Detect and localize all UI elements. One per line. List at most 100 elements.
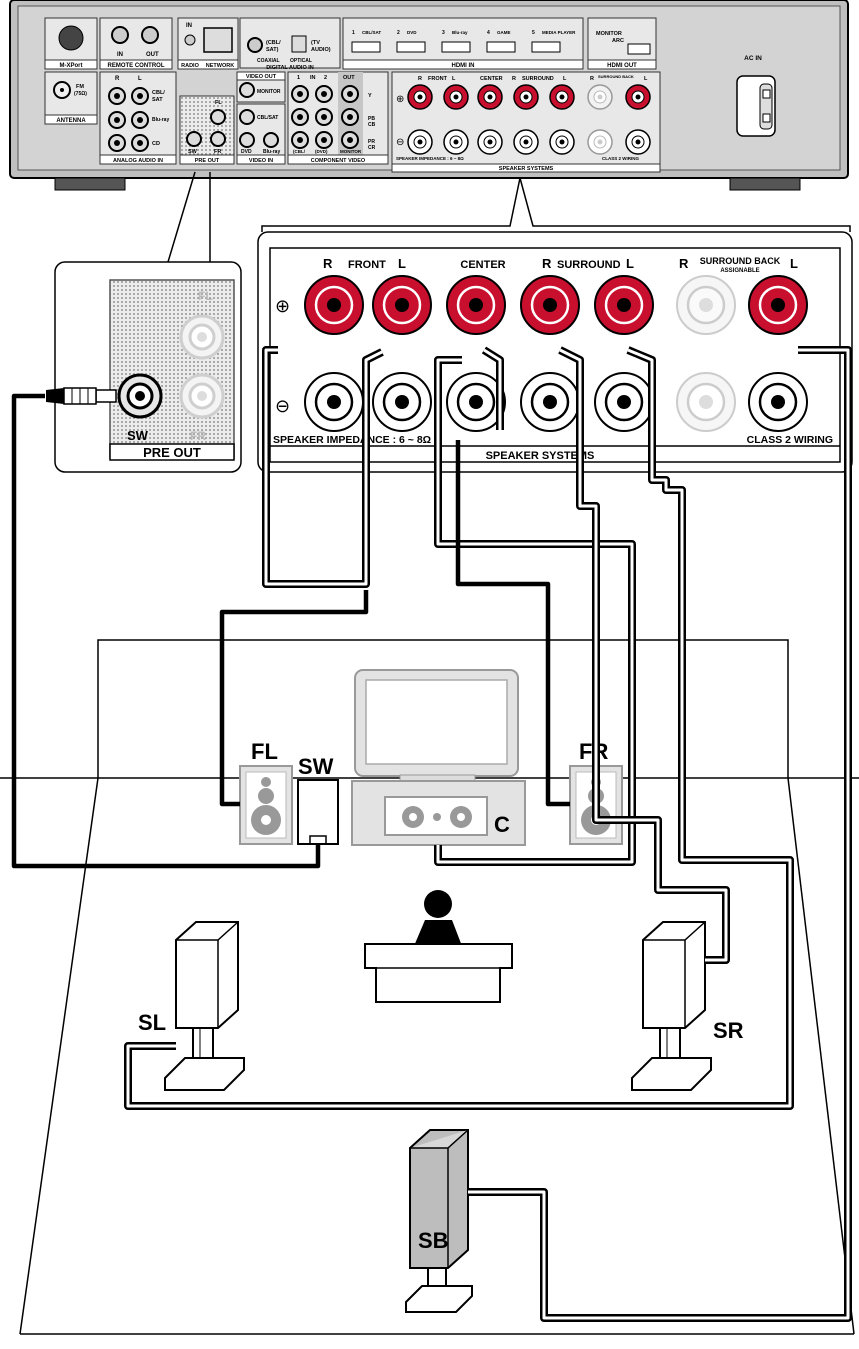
small-class2-label: CLASS 2 WIRING	[602, 156, 640, 161]
small-l3-label: L	[644, 76, 648, 82]
zoom-surround-r: R	[542, 256, 552, 271]
zoom-plus: ⊕	[275, 296, 290, 316]
svg-text:SAT): SAT)	[266, 47, 279, 53]
digital-audio-section: (CBL/ SAT) (TV AUDIO) COAXIAL OPTICAL DI…	[239, 17, 341, 71]
small-r1-label: R	[418, 76, 422, 82]
small-minus-label: ⊖	[396, 137, 404, 148]
fl-speaker	[239, 765, 293, 845]
zoom-minus: ⊖	[275, 396, 290, 416]
analog-bluray-label: Blu-ray	[152, 117, 169, 123]
remote-in-label: IN	[117, 52, 123, 58]
zoom-spk-systems: SPEAKER SYSTEMS	[486, 450, 595, 462]
speaker-callout-right	[519, 177, 851, 232]
monitor-arc-label: MONITOR	[596, 31, 622, 37]
remote-control-section: IN OUT REMOTE CONTROL	[99, 17, 173, 70]
component-cbl-label: (CBL/	[293, 149, 306, 154]
hdmi-in-port	[351, 41, 381, 53]
pre-out-fr-small: FR	[214, 149, 221, 155]
speaker-zoom: R FRONT L CENTER R SURROUND L R SURROUND…	[257, 231, 853, 473]
sofa	[364, 943, 513, 1003]
video-section: VIDEO OUT MONITOR CBL/SAT DVD Blu-ray VI…	[236, 71, 286, 165]
receiver-foot-left	[54, 177, 126, 191]
video-dvd-label: DVD	[241, 149, 252, 155]
small-spk-systems-label: SPEAKER SYSTEMS	[499, 166, 554, 172]
analog-r-label: R	[115, 76, 120, 82]
zoom-center: CENTER	[460, 259, 505, 271]
tv	[354, 669, 519, 782]
zoom-front: FRONT	[348, 259, 386, 271]
hdmi-in-port	[486, 41, 516, 53]
radio-label: RADIO	[181, 63, 199, 69]
pre-out-sw-small: SW	[188, 149, 198, 155]
component-pb-label: PB	[368, 116, 375, 122]
hdmi-in-label: HDMI IN	[452, 63, 475, 69]
remote-out-label: OUT	[146, 52, 159, 58]
remote-out-jack	[141, 26, 159, 44]
mxport-label: M-XPort	[60, 63, 83, 69]
video-monitor-label: MONITOR	[257, 89, 281, 95]
zoom-back-top: SURROUND BACK	[700, 256, 781, 266]
sb-speaker	[405, 1129, 473, 1313]
pre-out-callout-left	[167, 171, 196, 263]
svg-text:CR: CR	[368, 145, 376, 151]
optical-label: OPTICAL	[290, 58, 312, 64]
pre-out-label-small: PRE OUT	[195, 158, 220, 164]
radio-jack	[184, 34, 196, 46]
svg-text:(75Ω): (75Ω)	[74, 91, 87, 97]
label-sw: SW	[298, 754, 334, 779]
component-1-label: 1	[297, 75, 300, 81]
zoom-back-r: R	[679, 256, 689, 271]
hdmi-in-number: 4	[487, 30, 490, 36]
cable-fl-run	[219, 590, 369, 807]
mxport-connector	[58, 25, 84, 51]
zoom-fl-label: FL	[198, 289, 213, 303]
hdmi-in-source: CBL/SAT	[362, 30, 381, 35]
label-c: C	[494, 812, 510, 837]
speaker-labels: FL SW FR C SL SR SB	[138, 739, 744, 1253]
tv-stand	[351, 780, 526, 846]
network-section: IN RADIO NETWORK	[177, 17, 239, 70]
label-sl: SL	[138, 1010, 166, 1035]
sr-speaker	[631, 921, 712, 1091]
room-back-wall	[97, 639, 789, 778]
antenna-label: ANTENNA	[56, 118, 86, 124]
hdmi-in-source: Blu-ray	[452, 30, 468, 35]
sw-speaker	[297, 779, 339, 845]
label-fl: FL	[251, 739, 278, 764]
remote-in-jack	[111, 26, 129, 44]
zoom-fr-label: FR	[190, 429, 206, 443]
component-out-label: OUT	[343, 75, 355, 81]
receiver-foot-right	[729, 177, 801, 191]
small-surround-label: SURROUND	[522, 76, 554, 82]
listener-head	[424, 890, 452, 918]
small-r3-label: R	[590, 76, 594, 82]
speaker-terminals-small: ⊕ ⊖ R FRONT L CENTER R SURROUND L R SURR…	[391, 71, 661, 173]
svg-text:SAT: SAT	[152, 97, 163, 103]
callout-lines	[167, 171, 851, 263]
hdmi-out-port	[627, 43, 651, 55]
receiver-rear-panel: M-XPort IN OUT REMOTE CONTROL IN RADIO N…	[9, 0, 849, 191]
pre-out-zoom: FL SW FR PRE OUT	[46, 261, 242, 473]
hdmi-in-source: GAME	[497, 30, 511, 35]
fm-label: FM	[76, 84, 84, 90]
rca-plug	[46, 387, 117, 405]
hdmi-in-source: MEDIA PLAYER	[542, 30, 576, 35]
analog-audio-in-label: ANALOG AUDIO IN	[113, 158, 163, 164]
component-video-section: 1 IN 2 OUT Y PB CB PR CR (CBL/ (DVD) MON…	[287, 71, 389, 165]
pre-out-fl-small: FL	[215, 100, 222, 106]
cable-fr-run	[455, 440, 570, 807]
speaker-cables	[11, 346, 852, 1322]
cable-sw	[11, 393, 321, 869]
coaxial-jack	[247, 37, 263, 53]
coaxial-label: COAXIAL	[257, 58, 280, 64]
component-2-label: 2	[324, 75, 327, 81]
label-sr: SR	[713, 1018, 744, 1043]
hdmi-in-number: 1	[352, 30, 355, 36]
svg-text:AUDIO): AUDIO)	[311, 47, 331, 53]
antenna-section: FM (75Ω) ANTENNA	[44, 71, 98, 125]
hdmi-out-section: MONITOR ARC HDMI OUT	[587, 17, 657, 70]
network-port	[203, 27, 233, 53]
analog-cd-label: CD	[152, 141, 160, 147]
